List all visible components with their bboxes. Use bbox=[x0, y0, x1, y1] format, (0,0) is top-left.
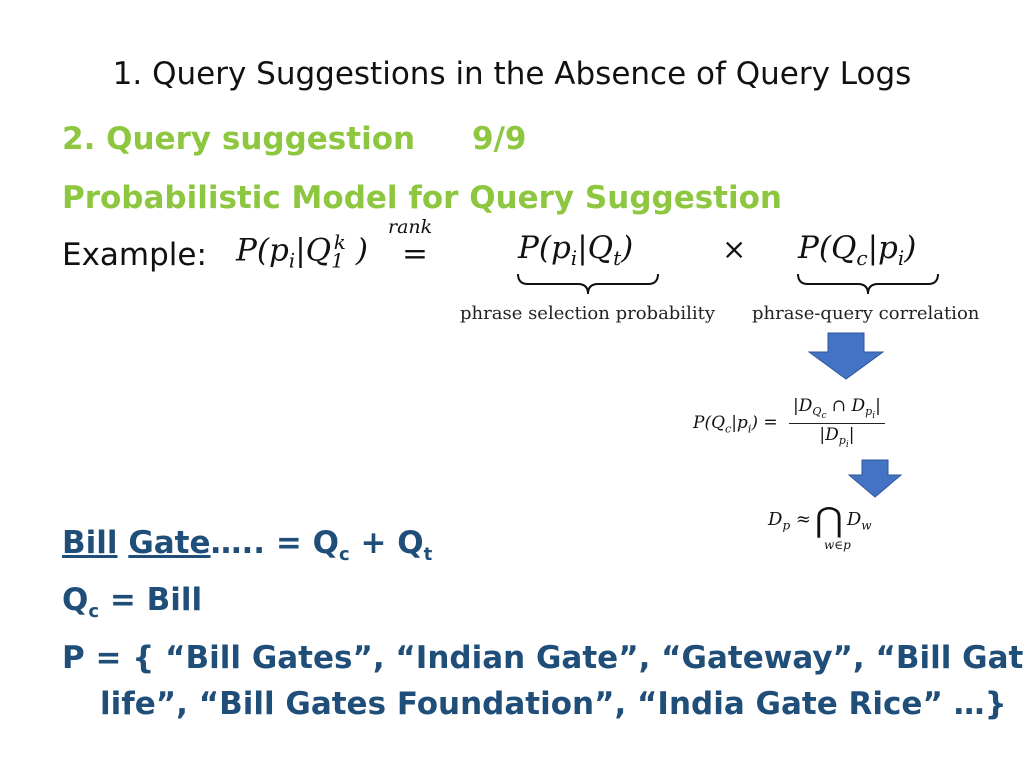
example-label: Example: bbox=[62, 237, 207, 273]
example-line-phrases-2: life”, “Bill Gates Foundation”, “India G… bbox=[100, 686, 1007, 722]
underbrace-selection bbox=[517, 273, 659, 295]
example-line-query: Bill Gate….. = Qc + Qt bbox=[62, 525, 433, 566]
subheading-label: 2. Query suggestion bbox=[62, 121, 416, 157]
word-bill: Bill bbox=[62, 525, 118, 561]
equals-sign: = bbox=[402, 236, 428, 272]
formula-correlation-term: P(Qc|pi) bbox=[798, 230, 917, 271]
caption-correlation: phrase-query correlation bbox=[752, 303, 980, 324]
rank-label: rank bbox=[388, 216, 433, 238]
down-arrow-icon bbox=[808, 332, 884, 380]
formula-lhs: P(pi|Q1k) bbox=[236, 230, 369, 273]
intersection-operator: ⋂ bbox=[814, 500, 843, 540]
subheading-probabilistic-model: Probabilistic Model for Query Suggestion bbox=[62, 180, 782, 216]
page-counter: 9/9 bbox=[472, 121, 527, 157]
example-line-phrases-1: P = { “Bill Gates”, “Indian Gate”, “Gate… bbox=[62, 640, 1024, 676]
slide-title: 1. Query Suggestions in the Absence of Q… bbox=[112, 56, 912, 92]
correlation-definition: P(Qc|pi) = |DQc ∩ Dpi| |Dpi| bbox=[693, 396, 885, 450]
caption-selection: phrase selection probability bbox=[460, 303, 715, 324]
example-line-qc: Qc = Bill bbox=[62, 582, 203, 623]
down-arrow-icon bbox=[847, 459, 903, 498]
subheading-query-suggestion: 2. Query suggestion 9/9 bbox=[62, 121, 526, 157]
word-gate: Gate bbox=[128, 525, 211, 561]
intersection-subscript: w∈p bbox=[824, 538, 851, 552]
formula-selection-term: P(pi|Qt) bbox=[518, 230, 634, 271]
times-sign: × bbox=[722, 232, 747, 266]
dp-definition: Dp ≈⋂Dw w∈p bbox=[768, 500, 872, 552]
underbrace-correlation bbox=[797, 273, 939, 295]
